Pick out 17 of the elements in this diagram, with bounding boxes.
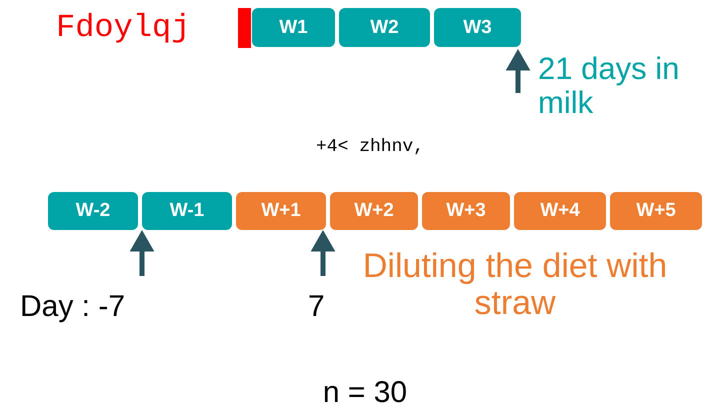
day-label: 7 bbox=[308, 290, 326, 323]
week-block: W+3 bbox=[422, 192, 510, 230]
week-block: W+5 bbox=[610, 192, 702, 230]
week-block: W1 bbox=[252, 8, 335, 47]
annotation-text: Diluting the diet with straw bbox=[362, 248, 668, 323]
annotation-text: 21 days in milk bbox=[538, 52, 680, 120]
day-label: Day : -7 bbox=[20, 290, 126, 323]
week-block: W+2 bbox=[330, 192, 418, 230]
week-block: W-2 bbox=[48, 192, 138, 230]
week-block: W2 bbox=[339, 8, 430, 47]
phase-label: Fdoylqj bbox=[56, 10, 192, 46]
duration-label: +4< zhhnv, bbox=[314, 138, 426, 158]
week-block: W+1 bbox=[236, 192, 326, 230]
week-block: W3 bbox=[434, 8, 521, 47]
sample-size-label: n = 30 bbox=[322, 376, 408, 409]
week-block: W-1 bbox=[142, 192, 232, 230]
week-block: W+4 bbox=[514, 192, 606, 230]
